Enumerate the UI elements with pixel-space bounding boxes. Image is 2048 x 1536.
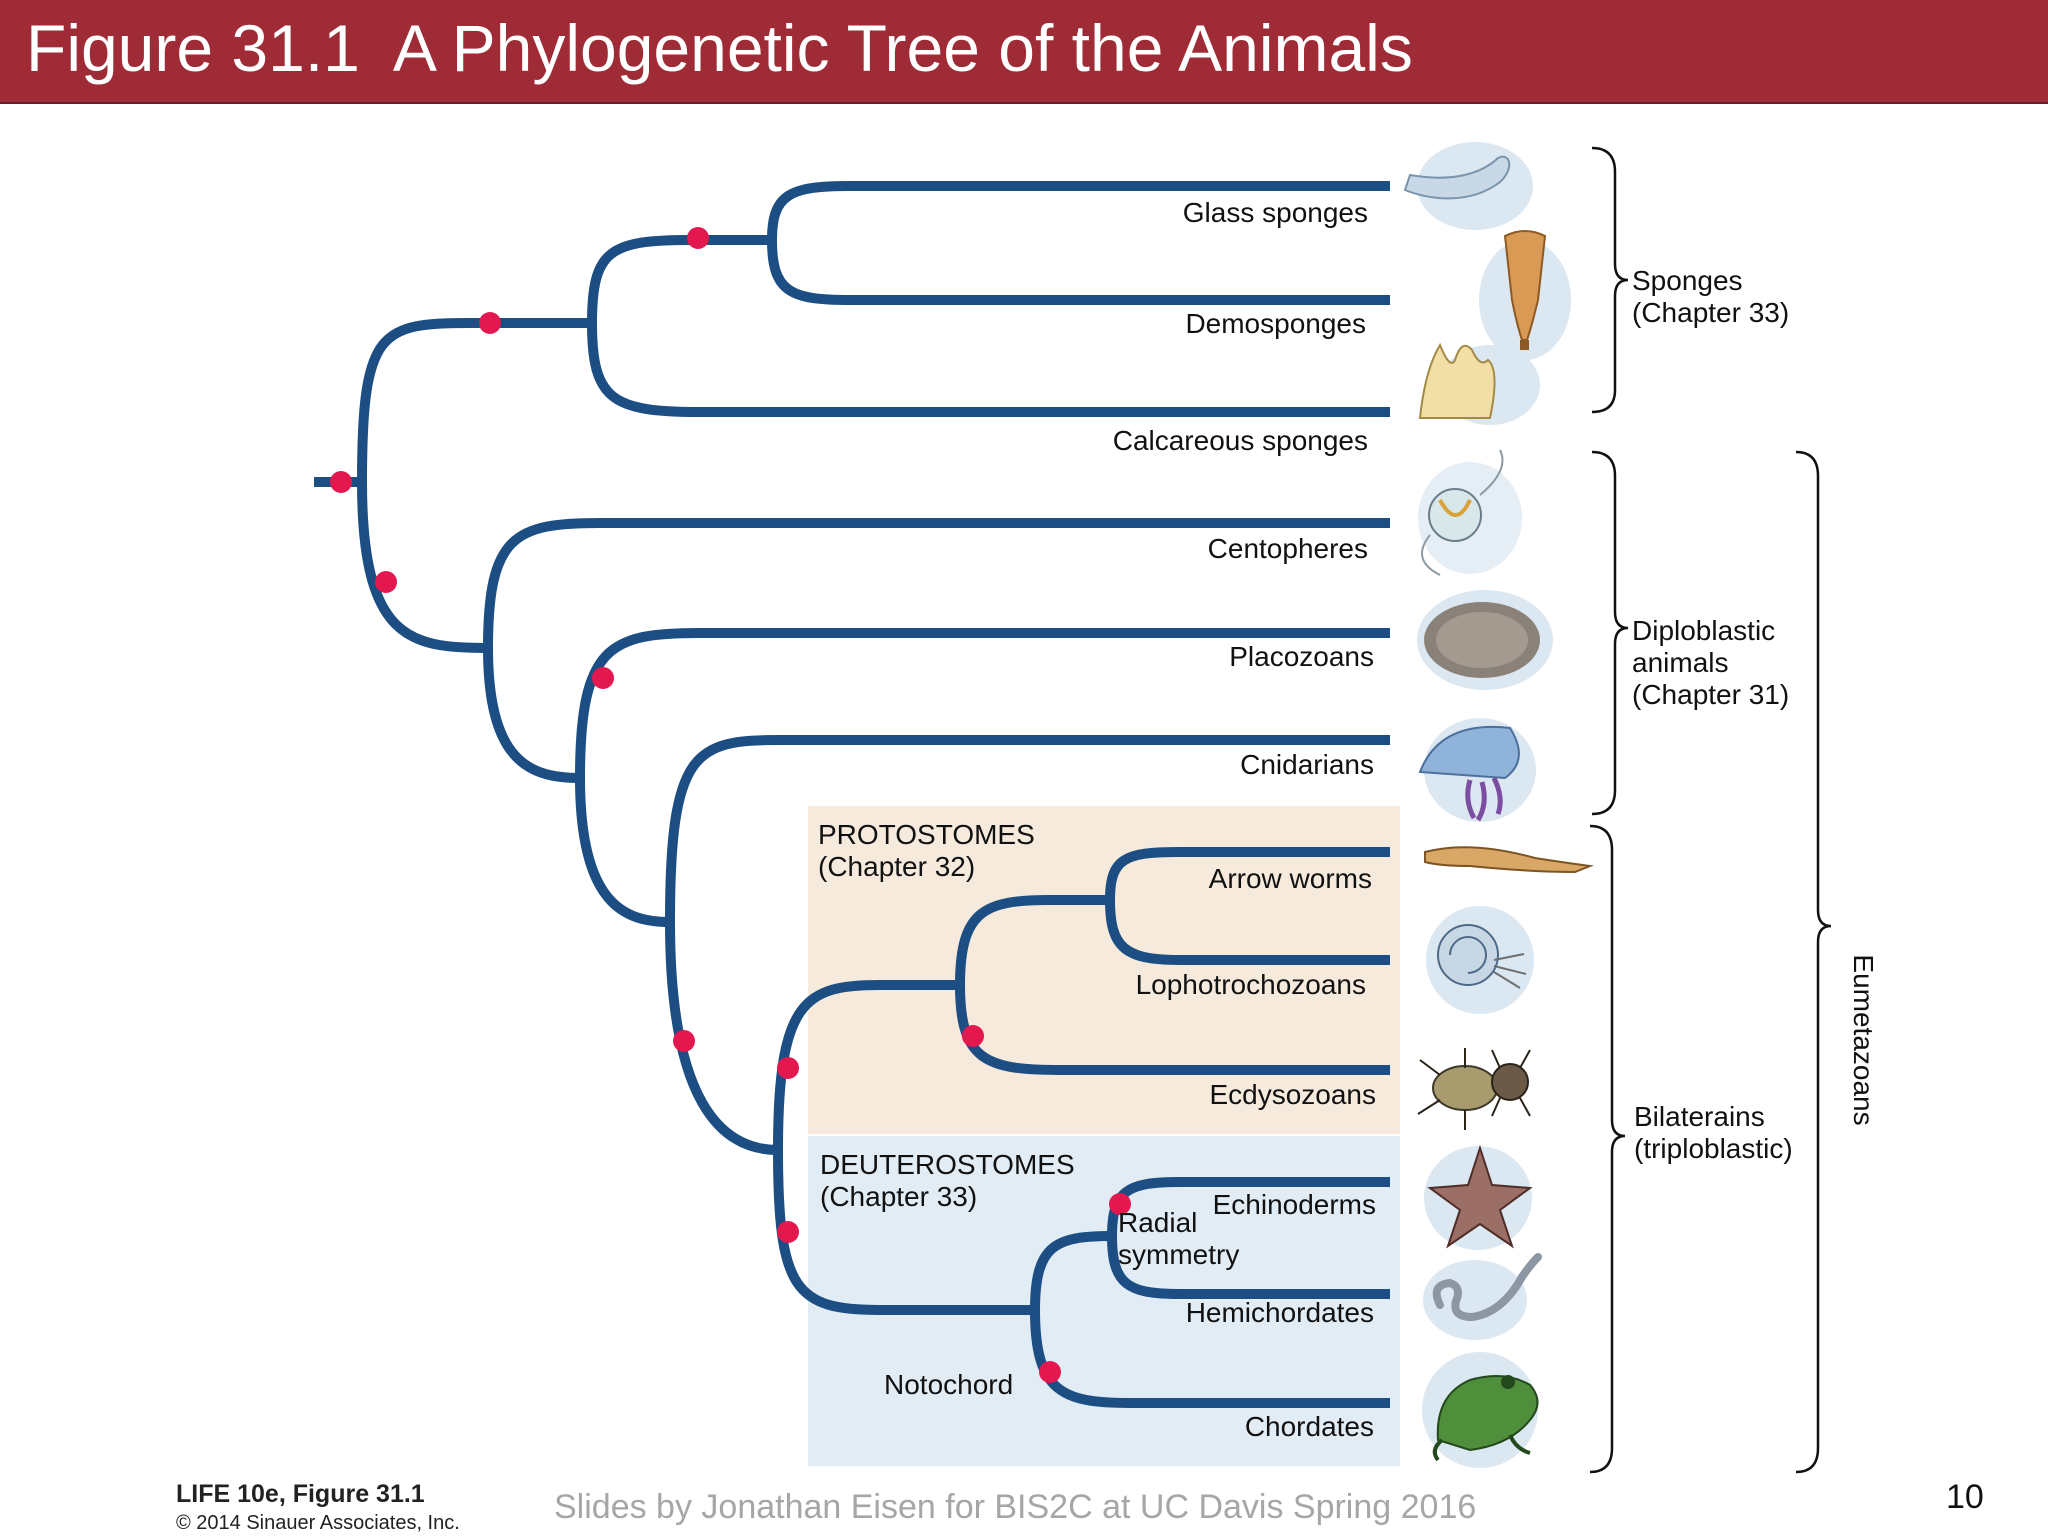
nautilus-icon <box>1426 906 1534 1014</box>
node-notochord <box>1039 1361 1061 1383</box>
tree-branches <box>314 181 1390 1408</box>
protostomes-box <box>808 806 1400 1134</box>
node-ecdysozoa <box>962 1025 984 1047</box>
branch-bilateria <box>665 921 779 1155</box>
slide-title: Figure 31.1 A Phylogenetic Tree of the A… <box>26 11 1413 85</box>
label-glass-sponges: Glass sponges <box>1183 197 1368 228</box>
label-lophotrochozoans: Lophotrochozoans <box>1136 969 1366 1000</box>
title-bar: Figure 31.1 A Phylogenetic Tree of the A… <box>0 0 2048 104</box>
node-sponges <box>479 312 501 334</box>
sponges-label-line1: Sponges <box>1632 265 1743 296</box>
protostomes-heading: PROTOSTOMES <box>818 819 1035 850</box>
node-silicea <box>687 227 709 249</box>
node-radial-symmetry <box>1109 1193 1131 1215</box>
branch-eumetazoa <box>357 481 489 653</box>
starfish-icon <box>1424 1144 1533 1250</box>
branch-lopho-node <box>955 895 1110 986</box>
page-number: 10 <box>1946 1478 1984 1516</box>
tree-nodes <box>330 227 1131 1383</box>
label-placozoans: Placozoans <box>1229 641 1374 672</box>
label-hemichordates: Hemichordates <box>1186 1297 1374 1328</box>
branch-chordates <box>1030 1309 1390 1408</box>
insect-icon <box>1417 1048 1531 1130</box>
comb-jelly-icon <box>1418 449 1522 576</box>
arrow-worm-icon <box>1424 846 1594 874</box>
label-echinoderms: Echinoderms <box>1213 1189 1376 1220</box>
eumetazoans-bracket <box>1795 450 1832 1474</box>
calcareous-sponge-icon <box>1418 342 1540 425</box>
node-protostomes <box>777 1057 799 1079</box>
trait-radial-line2: symmetry <box>1118 1239 1239 1270</box>
label-demosponges: Demosponges <box>1185 308 1366 339</box>
node-root <box>330 471 352 493</box>
node-deuterostomes <box>777 1221 799 1243</box>
label-ctenophores: Centopheres <box>1208 533 1368 564</box>
frog-icon <box>1422 1352 1539 1468</box>
acorn-worm-icon <box>1423 1253 1542 1340</box>
branch-cnidarians <box>665 735 1390 923</box>
node-placozoa <box>592 667 614 689</box>
bilaterians-label-line1: Bilaterains <box>1634 1101 1765 1132</box>
branch-cnidaria-node <box>575 777 671 927</box>
diploblastic-bracket <box>1591 450 1629 816</box>
slide-footer: Slides by Jonathan Eisen for BIS2C at UC… <box>554 1488 1477 1526</box>
node-cnidaria <box>673 1030 695 1052</box>
copyright-notice: © 2014 Sinauer Associates, Inc. <box>176 1512 460 1534</box>
branch-ecdysozoans <box>955 984 1390 1075</box>
branch-placozoans <box>575 628 1390 779</box>
glass-sponge-icon <box>1403 142 1533 230</box>
trait-notochord: Notochord <box>884 1369 1013 1400</box>
protostomes-chapter: (Chapter 32) <box>818 851 975 882</box>
branch-placozoa-node <box>483 647 581 783</box>
branch-deuterostomes <box>773 1149 1035 1315</box>
eumetazoans-label: Eumetazoans <box>1848 954 1879 1125</box>
demosponge-icon <box>1479 230 1571 360</box>
branch-ambulacraria <box>1030 1231 1113 1311</box>
jellyfish-icon <box>1418 718 1536 822</box>
deuterostomes-box <box>808 1136 1400 1466</box>
branch-protostomes <box>773 980 960 1151</box>
trait-radial-line1: Radial <box>1118 1207 1197 1238</box>
placozoan-icon <box>1417 590 1553 690</box>
branch-echinoderms <box>1107 1177 1390 1237</box>
branch-glass-sponges <box>767 181 1390 241</box>
branch-demosponges <box>767 239 1390 305</box>
diploblastic-label-line1: Diploblastic <box>1632 615 1775 646</box>
label-arrow-worms: Arrow worms <box>1209 863 1372 894</box>
branch-hemichordates <box>1107 1235 1390 1299</box>
deuterostomes-chapter: (Chapter 33) <box>820 1181 977 1212</box>
branch-sponges <box>357 318 592 483</box>
label-ecdysozoans: Ecdysozoans <box>1209 1079 1376 1110</box>
diploblastic-label-line2: animals <box>1632 647 1728 678</box>
label-chordates: Chordates <box>1245 1411 1374 1442</box>
sponges-label-line2: (Chapter 33) <box>1632 297 1789 328</box>
node-eumetazoa <box>375 571 397 593</box>
branch-calcareous <box>587 322 1390 417</box>
diploblastic-label-line3: (Chapter 31) <box>1632 679 1789 710</box>
group-brackets <box>1589 146 1832 1474</box>
label-cnidarians: Cnidarians <box>1240 749 1374 780</box>
branch-lophotrochozoans <box>1105 899 1390 965</box>
label-calcareous-sponges: Calcareous sponges <box>1113 425 1368 456</box>
deuterostomes-heading: DEUTEROSTOMES <box>820 1149 1075 1180</box>
bilaterians-label-line2: (triploblastic) <box>1634 1133 1793 1164</box>
branch-arrow-worms <box>1105 847 1390 901</box>
branch-silicea <box>587 235 772 324</box>
branch-ctenophores <box>483 518 1390 649</box>
sponges-bracket <box>1591 146 1629 414</box>
figure-credit: LIFE 10e, Figure 31.1 <box>176 1480 425 1508</box>
bilaterians-bracket <box>1589 824 1626 1474</box>
